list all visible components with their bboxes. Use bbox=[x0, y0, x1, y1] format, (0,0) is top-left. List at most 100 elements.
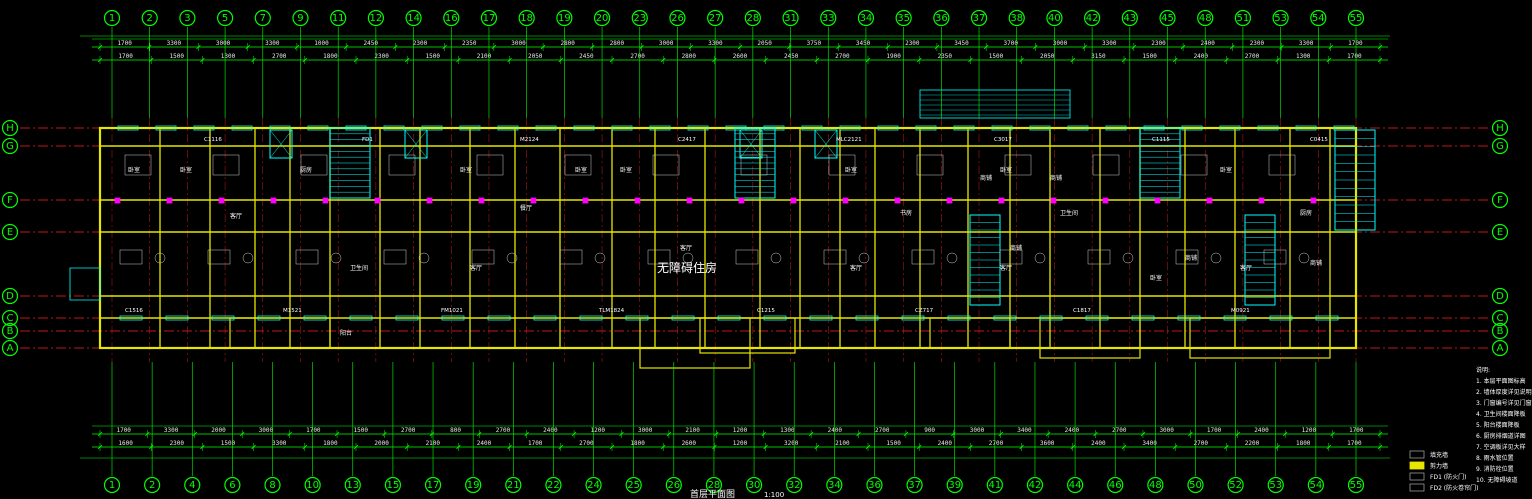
axis-label: D bbox=[1496, 291, 1504, 302]
top-axis-28: 45 bbox=[1159, 9, 1176, 27]
axis-label: C bbox=[1497, 313, 1504, 324]
axis-circle bbox=[144, 476, 161, 494]
column-marker bbox=[1102, 197, 1109, 204]
axis-circle bbox=[1227, 476, 1244, 494]
dimension-value: 1200 bbox=[733, 427, 748, 434]
room-label: 卧室 bbox=[575, 166, 587, 174]
dimension-value: 2400 bbox=[1091, 440, 1106, 447]
dimension-value: 1700 bbox=[1347, 440, 1362, 447]
dimension-value: 1200 bbox=[1302, 427, 1317, 434]
room-label: 卫生间 bbox=[1060, 209, 1078, 217]
room-label: 商铺 bbox=[1310, 259, 1322, 267]
column-marker bbox=[322, 197, 329, 204]
bottom-axis-25: 46 bbox=[1107, 476, 1124, 494]
axis-circle bbox=[292, 9, 309, 27]
dimension-value: 1500 bbox=[1142, 53, 1157, 60]
top-axis-0: 1 bbox=[103, 9, 121, 27]
room-label: 厨房 bbox=[300, 166, 312, 174]
axis-circle bbox=[405, 9, 422, 27]
furniture-bed bbox=[1092, 154, 1120, 176]
door-window-tag: C1215 bbox=[757, 308, 775, 314]
axis-label: 4 bbox=[189, 480, 195, 491]
column-marker bbox=[842, 197, 849, 204]
top-axis-27: 43 bbox=[1121, 9, 1138, 27]
top-axis-7: 12 bbox=[367, 9, 384, 27]
axis-label: 20 bbox=[596, 13, 609, 24]
axis-circle bbox=[946, 476, 963, 494]
window-bottom bbox=[211, 315, 235, 321]
window-top bbox=[649, 125, 671, 131]
furniture-sofa bbox=[383, 249, 407, 265]
furniture-table bbox=[858, 252, 870, 264]
right-row-axis-7: A bbox=[1491, 339, 1509, 357]
dimension-value: 3300 bbox=[272, 440, 287, 447]
axis-label: 43 bbox=[1123, 13, 1136, 24]
furniture-sofa bbox=[823, 249, 847, 265]
dimension-value: 2700 bbox=[496, 427, 511, 434]
window-top bbox=[117, 125, 139, 131]
axis-label: 12 bbox=[370, 13, 383, 24]
axis-label: 52 bbox=[1229, 480, 1242, 491]
note-line: 6. 厨房排烟道详图 bbox=[1476, 432, 1526, 440]
furniture-table bbox=[1210, 252, 1222, 264]
axis-label: A bbox=[1497, 343, 1504, 354]
bottom-axis-20: 37 bbox=[906, 476, 923, 494]
axis-label: 55 bbox=[1350, 480, 1363, 491]
dimension-value: 3750 bbox=[807, 40, 822, 47]
dimension-value: 1700 bbox=[1347, 53, 1362, 60]
dimension-value: 1800 bbox=[630, 440, 645, 447]
axis-label: 45 bbox=[1161, 13, 1174, 24]
window-top bbox=[725, 125, 747, 131]
room-label: 卧室 bbox=[1000, 166, 1012, 174]
axis-label: 26 bbox=[667, 480, 680, 491]
bottom-axis-15: 28 bbox=[705, 476, 723, 494]
bottom-axis-11: 22 bbox=[545, 476, 562, 494]
axis-label: 39 bbox=[948, 480, 961, 491]
left-row-axis-2: F bbox=[1, 191, 19, 209]
room-label: 书房 bbox=[900, 209, 912, 217]
top-axis-16: 27 bbox=[707, 9, 724, 27]
room-label: 卫生间 bbox=[350, 264, 368, 272]
bottom-axis-27: 50 bbox=[1187, 476, 1204, 494]
legend-swatch bbox=[1409, 450, 1425, 459]
projection-wall bbox=[1189, 317, 1331, 359]
axis-circle bbox=[1, 339, 19, 357]
furniture-sofa bbox=[295, 249, 319, 265]
axis-label: 32 bbox=[788, 480, 801, 491]
axis-label: 28 bbox=[746, 13, 759, 24]
room-label: 卧室 bbox=[845, 166, 857, 174]
column-marker bbox=[894, 197, 901, 204]
dimension-value: 2300 bbox=[374, 53, 389, 60]
axis-circle bbox=[1107, 476, 1124, 494]
window-top bbox=[687, 125, 709, 131]
dimension-value: 2700 bbox=[989, 440, 1004, 447]
top-axis-5: 9 bbox=[292, 9, 309, 27]
axis-label: 23 bbox=[633, 13, 646, 24]
axis-label: 38 bbox=[1010, 13, 1023, 24]
axis-circle bbox=[1234, 9, 1252, 27]
axis-circle bbox=[1, 322, 19, 340]
axis-label: 8 bbox=[269, 480, 275, 491]
dimension-value: 2600 bbox=[733, 53, 748, 60]
axis-label: 37 bbox=[908, 480, 921, 491]
dimension-value: 800 bbox=[450, 427, 461, 434]
axis-label: E bbox=[7, 227, 13, 238]
axis-label: 25 bbox=[627, 480, 640, 491]
left-row-axis-3: E bbox=[1, 223, 19, 241]
room-label: 客厅 bbox=[1240, 264, 1252, 272]
furniture-bed bbox=[652, 154, 680, 176]
top-axis-1: 2 bbox=[141, 9, 158, 27]
dimension-value: 2200 bbox=[1245, 440, 1260, 447]
window-top bbox=[269, 125, 291, 131]
dimension-value: 2000 bbox=[211, 427, 226, 434]
projection-wall bbox=[1039, 317, 1141, 359]
axis-circle bbox=[933, 9, 950, 27]
axis-circle bbox=[1491, 191, 1509, 209]
top-axis-17: 28 bbox=[744, 9, 761, 27]
axis-circle bbox=[1491, 137, 1509, 155]
note-line: 8. 雨水管位置 bbox=[1476, 454, 1514, 462]
axis-label: 48 bbox=[1149, 480, 1162, 491]
axis-circle bbox=[254, 9, 271, 27]
axis-label: 1 bbox=[109, 480, 115, 491]
